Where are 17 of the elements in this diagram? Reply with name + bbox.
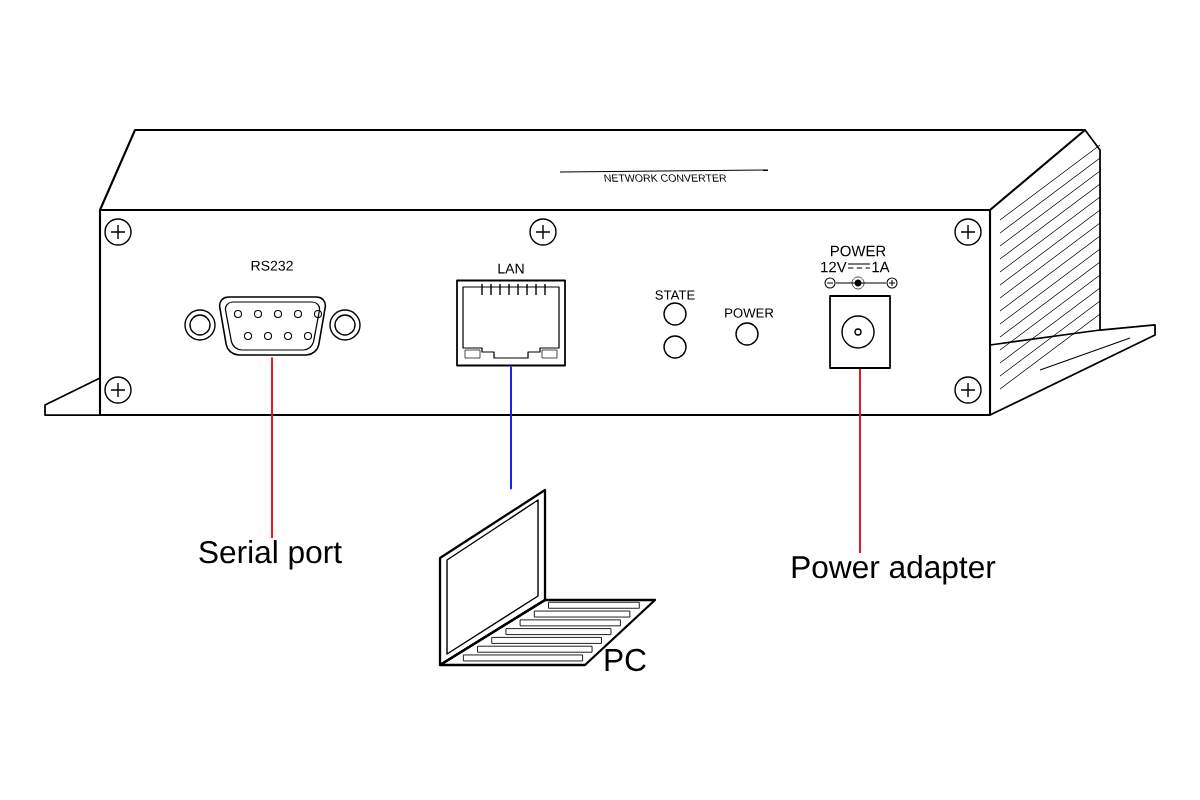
- callout-text: Power adapter: [792, 555, 996, 585]
- node-label: 1A: [872, 261, 890, 273]
- node-label: RS232: [251, 260, 293, 271]
- connector-line: [510, 365, 512, 491]
- callout-text: Serial port: [199, 540, 342, 570]
- serial-connector: RS232: [184, 260, 361, 356]
- node-label: LAN: [498, 263, 524, 274]
- callout-text: PC: [605, 648, 646, 672]
- node-label: 12V: [821, 261, 847, 273]
- product-label: NETWORK CONVERTER: [604, 174, 727, 182]
- connector-line: [859, 367, 861, 554]
- node-label: POWER: [831, 245, 886, 257]
- lan-port: LAN: [456, 263, 566, 367]
- indicator-label: POWER: [725, 308, 774, 318]
- connector-line: [271, 356, 273, 539]
- power-jack: POWER 12V 1A: [821, 245, 891, 369]
- indicator-label: STATE: [655, 290, 695, 300]
